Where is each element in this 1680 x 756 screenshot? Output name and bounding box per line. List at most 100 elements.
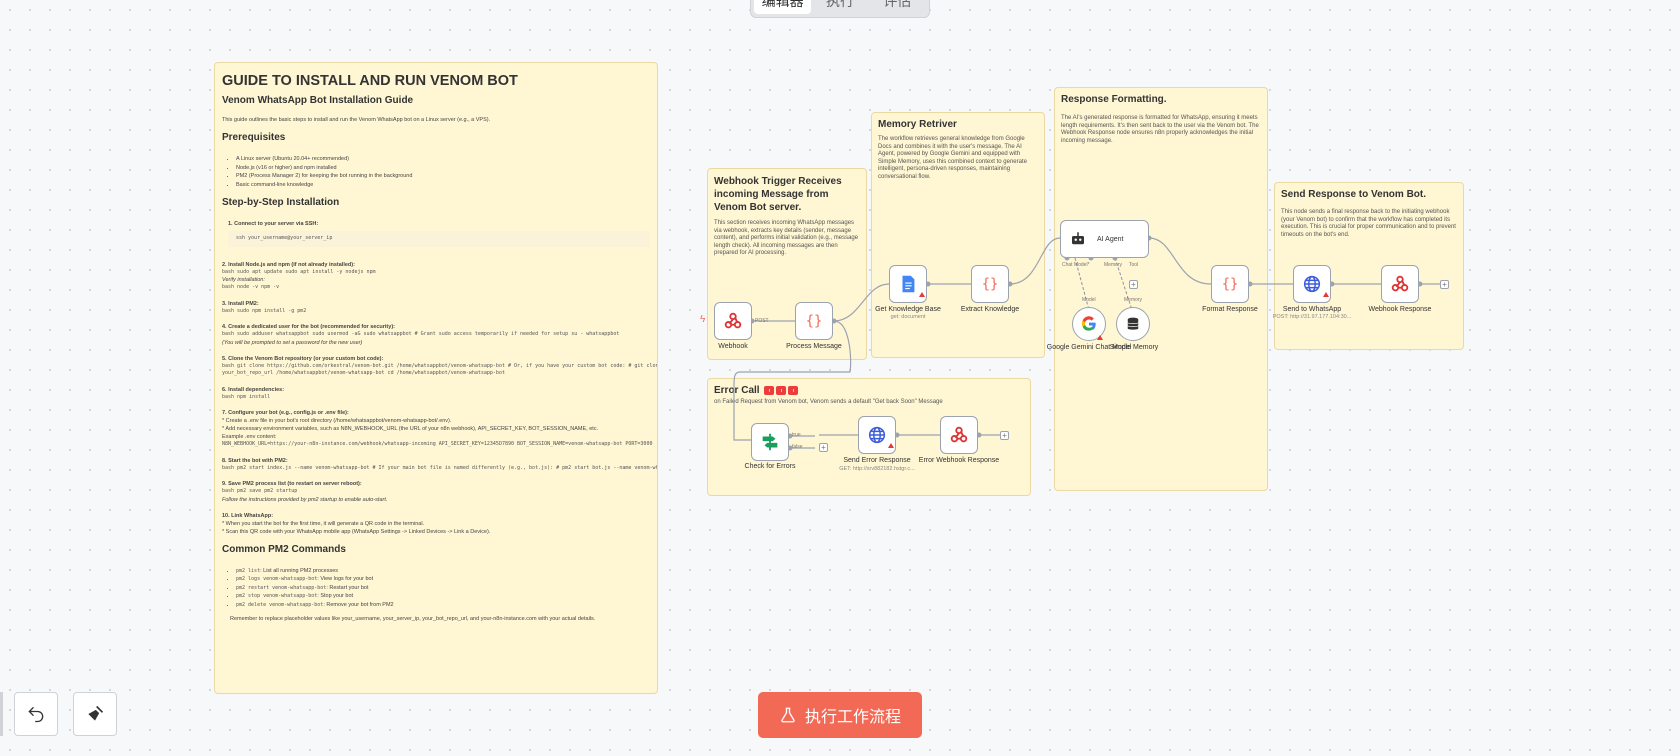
guide-sticky-note[interactable]: GUIDE TO INSTALL AND RUN VENOM BOT Venom… — [214, 62, 658, 694]
port-label: Memory — [1104, 262, 1123, 268]
step-2-note: Verify installation: — [222, 277, 265, 283]
simple-memory-node[interactable] — [1116, 307, 1150, 341]
step-5-code: bash git clone https://github.com/orkest… — [222, 362, 658, 369]
note-title: Response Formatting. — [1061, 94, 1167, 105]
step-9: 9. Save PM2 process list (to restart on … — [222, 481, 362, 487]
prereq-title: Prerequisites — [222, 132, 286, 143]
node-label: Send to WhatsApp — [1282, 306, 1342, 313]
note-body: The AI's generated response is formatted… — [1061, 115, 1259, 144]
warning-icon — [919, 292, 925, 297]
view-tabs: 编辑器 执行 评估 — [750, 0, 930, 18]
node-label: Simple Memory — [1109, 344, 1159, 351]
trigger-bolt-icon: ϟ — [700, 314, 706, 325]
connection-line — [1009, 237, 1061, 285]
connection-line — [733, 320, 852, 441]
webhook-node[interactable] — [714, 302, 752, 340]
add-node-button[interactable]: + — [1440, 280, 1449, 289]
error-webhook-response-node[interactable] — [940, 416, 978, 454]
step-5: 5. Clone the Venom Bot repository (or yo… — [222, 355, 384, 362]
add-tool-button[interactable]: + — [1129, 280, 1138, 289]
undo-button[interactable] — [14, 692, 58, 736]
step-2-code: bash sudo apt update sudo apt install -y… — [222, 268, 376, 275]
svg-text:{}: {} — [1222, 277, 1239, 293]
step-6-code: bash npm install — [222, 393, 271, 400]
guide-intro: This guide outlines the basic steps to i… — [222, 117, 491, 123]
list-item: pm2 logs venom-whatsapp-bot: View logs f… — [236, 575, 650, 584]
commands-list: pm2 list: List all running PM2 processes… — [222, 567, 650, 610]
guide-title: GUIDE TO INSTALL AND RUN VENOM BOT — [222, 73, 518, 89]
connection-line — [1114, 257, 1133, 311]
format-response-node[interactable]: {} — [1211, 265, 1249, 303]
guide-footer: Remember to replace placeholder values l… — [230, 616, 596, 622]
code-icon: {} — [1222, 277, 1239, 293]
node-label: Error Webhook Response — [918, 457, 1000, 464]
port-label: false — [792, 444, 803, 450]
note-title: Webhook Trigger Receives incoming Messag… — [714, 176, 842, 213]
globe-icon — [1303, 275, 1321, 293]
ai-agent-node[interactable]: AI Agent — [1060, 220, 1149, 258]
add-node-button[interactable]: + — [819, 443, 828, 452]
step-2: 2. Install Node.js and npm (if not alrea… — [222, 261, 355, 268]
port-label: Model — [1082, 297, 1096, 303]
connection-line — [1148, 237, 1212, 285]
list-item: pm2 stop venom-whatsapp-bot: Stop your b… — [236, 592, 650, 601]
google-icon — [1081, 316, 1096, 331]
node-subtitle: get: document — [890, 314, 926, 320]
port-label: true — [792, 432, 801, 438]
step-4-code: bash sudo adduser whatsappbot sudo userm… — [222, 331, 620, 337]
node-label: Extract Knowledge — [960, 306, 1020, 313]
node-label: Check for Errors — [744, 463, 796, 470]
webhook-response-node[interactable] — [1381, 265, 1419, 303]
node-label: Webhook — [718, 343, 748, 350]
step-1: 1. Connect to your server via SSH: — [228, 221, 319, 227]
webhook-icon — [1391, 275, 1409, 292]
tab-evaluations[interactable]: 评估 — [883, 0, 912, 9]
svg-text:{}: {} — [982, 277, 999, 293]
extract-knowledge-node[interactable]: {} — [971, 265, 1009, 303]
prereq-list: A Linux server (Ubuntu 20.04+ recommende… — [222, 155, 650, 189]
note-body: The workflow retrieves general knowledge… — [878, 136, 1027, 180]
step-7-b: * Add necessary environment variables, s… — [222, 426, 599, 432]
port-label: POST — [755, 318, 769, 324]
node-label: Format Response — [1202, 306, 1258, 313]
badge-icon: ! — [776, 385, 787, 395]
tidy-up-button[interactable] — [73, 692, 117, 736]
step-7-c: Example .env content: — [222, 434, 277, 440]
panel-edge — [0, 692, 3, 736]
step-7-a: * Create a .env file in your bot's root … — [222, 418, 452, 424]
check-errors-node[interactable] — [751, 423, 789, 461]
connection-line — [833, 283, 890, 322]
list-item: A Linux server (Ubuntu 20.04+ recommende… — [236, 155, 650, 164]
step-9-code: bash pm2 save pm2 startup — [222, 488, 298, 494]
node-subtitle: GET: http://srv882182.hstgr.c... — [839, 466, 915, 472]
note-body: This node sends a final response back to… — [1281, 209, 1456, 238]
step-3: 3. Install PM2: — [222, 300, 259, 307]
process-message-node[interactable]: {} — [795, 302, 833, 340]
node-label: Send Error Response — [843, 457, 911, 464]
get-knowledge-node[interactable] — [889, 265, 927, 303]
send-error-response-node[interactable] — [858, 416, 896, 454]
send-to-whatsapp-node[interactable] — [1293, 265, 1331, 303]
flask-icon — [781, 707, 795, 723]
commands-title: Common PM2 Commands — [222, 543, 346, 555]
port-label: Chat Model* — [1062, 262, 1090, 268]
robot-icon — [1072, 232, 1084, 245]
execute-workflow-button[interactable]: 执行工作流程 — [758, 692, 922, 738]
steps-title: Step-by-Step Installation — [222, 197, 340, 208]
add-node-button[interactable]: + — [1000, 431, 1009, 440]
globe-icon — [868, 426, 886, 444]
step-6: 6. Install dependencies: — [222, 386, 285, 393]
list-item: Node.js (v16 or higher) and npm installe… — [236, 164, 650, 173]
step-4: 4. Create a dedicated user for the bot (… — [222, 324, 395, 330]
list-item: PM2 (Process Manager 2) for keeping the … — [236, 172, 650, 181]
step-7: 7. Configure your bot (e.g., config.js o… — [222, 410, 349, 416]
node-subtitle: POST: http://31.97.177.104:30... — [1272, 314, 1352, 320]
tab-editor[interactable]: 编辑器 — [754, 0, 812, 14]
note-title: Memory Retriver — [878, 119, 957, 130]
memory-sticky-note[interactable]: Memory Retriver The workflow retrieves g… — [871, 112, 1045, 358]
list-item: pm2 restart venom-whatsapp-bot: Restart … — [236, 584, 650, 593]
if-icon — [762, 433, 778, 451]
tab-executions[interactable]: 执行 — [825, 0, 854, 9]
code-icon: {} — [982, 277, 999, 293]
connection-line — [1074, 257, 1090, 311]
